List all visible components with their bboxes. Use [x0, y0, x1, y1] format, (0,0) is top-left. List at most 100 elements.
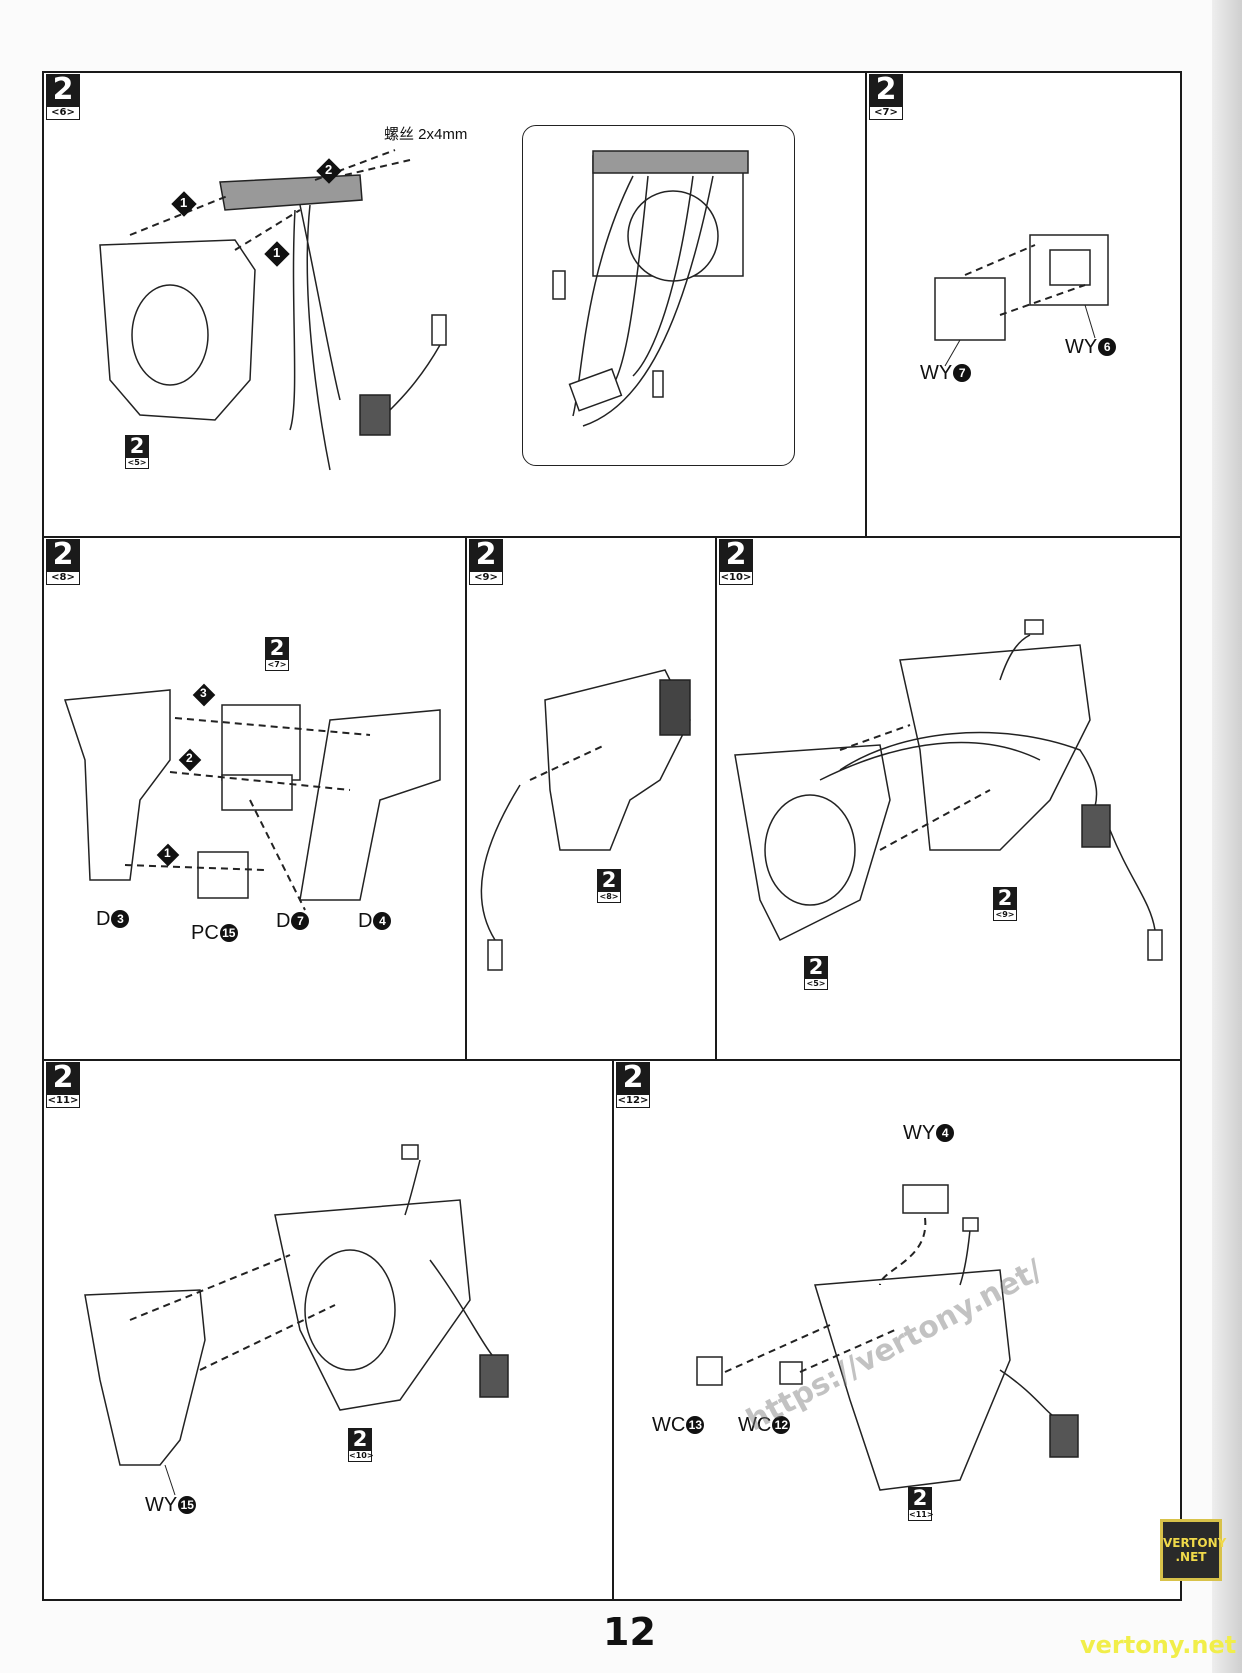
page-number: 12 — [603, 1610, 656, 1654]
connector — [431, 314, 447, 346]
ref-number: 2 — [265, 637, 289, 659]
step-12-diagram — [696, 1184, 1079, 1491]
ref-badge-11: 2<11> — [908, 1487, 934, 1521]
switch-box — [1049, 1414, 1079, 1458]
part-code: WY — [145, 1494, 178, 1516]
part-number: 7 — [291, 912, 310, 930]
step-badge-11: 2<11> — [46, 1062, 80, 1108]
step-badge-10: 2<10> — [719, 539, 753, 585]
step-sub: <10> — [719, 571, 753, 585]
part-number: 4 — [936, 1124, 955, 1142]
part-number: 15 — [178, 1496, 197, 1514]
callout-2: 2 — [325, 162, 333, 177]
ref-badge-5b: 2<5> — [804, 956, 828, 990]
step-badge-6: 2<6> — [46, 74, 80, 120]
page-edge-shadow — [1212, 0, 1242, 1673]
part-code: D — [96, 908, 111, 930]
screw-label: 螺丝 2x4mm — [384, 126, 468, 143]
step-number: 2 — [46, 539, 80, 571]
part-pc15 — [197, 851, 249, 899]
step-number: 2 — [616, 1062, 650, 1094]
switch-box — [479, 1354, 509, 1398]
part-code: WY — [1065, 336, 1098, 358]
ref-sub: <8> — [597, 891, 621, 903]
part-number: 4 — [373, 912, 392, 930]
step-11-diagram — [84, 1144, 509, 1496]
circuit-board — [219, 174, 363, 211]
watermark-site: vertony.net — [1080, 1631, 1237, 1659]
part-wy15 — [84, 1289, 206, 1466]
part-wy7 — [934, 277, 1006, 341]
ref-sub: <7> — [265, 659, 289, 671]
wiring-detail-diagram — [552, 150, 749, 427]
callout-3: 3 — [200, 686, 207, 700]
step-sub: <9> — [469, 571, 503, 585]
vertony-logo: VERTONY .NET — [1160, 1519, 1226, 1581]
step-sub: <11> — [46, 1094, 80, 1108]
part-code: WY — [903, 1122, 936, 1144]
ref-badge-8: 2<8> — [597, 869, 621, 903]
step-badge-7: 2<7> — [869, 74, 903, 120]
step-badge-9: 2<9> — [469, 539, 503, 585]
ref-sub: <5> — [125, 457, 149, 469]
part-number: 7 — [953, 364, 972, 382]
step-number: 2 — [719, 539, 753, 571]
part-wy4 — [902, 1184, 949, 1214]
ref-number: 2 — [804, 956, 828, 978]
callout-1b: 1 — [273, 245, 281, 260]
switch-box — [359, 394, 391, 436]
part-wc13 — [696, 1356, 723, 1386]
part-number: 6 — [1098, 338, 1117, 356]
step-badge-8: 2<8> — [46, 539, 80, 585]
ref-sub: <5> — [804, 978, 828, 990]
ref-number: 2 — [993, 887, 1017, 909]
ref-number: 2 — [125, 435, 149, 457]
step-9-diagram — [480, 669, 691, 971]
step-sub: <8> — [46, 571, 80, 585]
callout-1: 1 — [164, 846, 171, 860]
step-8-diagram — [63, 683, 441, 911]
part-code: D — [276, 910, 291, 932]
ref-sub: <9> — [993, 909, 1017, 921]
ref-number: 2 — [908, 1487, 932, 1509]
part-code: PC — [191, 922, 219, 944]
ref-number: 2 — [597, 869, 621, 891]
step-number: 2 — [869, 74, 903, 106]
step-10-diagram — [734, 619, 1163, 961]
part-wy-block — [221, 704, 301, 781]
step-6-diagram — [99, 149, 447, 471]
part-number: 15 — [219, 924, 238, 942]
step-7-diagram — [934, 234, 1109, 367]
upper-assembly — [899, 644, 1091, 851]
step-badge-12: 2<12> — [616, 1062, 650, 1108]
switch-box — [1081, 804, 1111, 848]
step-number: 2 — [46, 1062, 80, 1094]
ref-badge-5: 2<5> — [125, 435, 149, 469]
part-number: 13 — [686, 1416, 705, 1434]
part-code: WC — [738, 1414, 772, 1436]
step-number: 2 — [469, 539, 503, 571]
step-sub: <12> — [616, 1094, 650, 1108]
step-sub: <7> — [869, 106, 903, 120]
main-assembly — [814, 1269, 1011, 1491]
gear-drum — [131, 284, 209, 386]
callout-2: 2 — [186, 751, 193, 765]
ref-number: 2 — [348, 1428, 372, 1450]
part-d3 — [63, 689, 171, 881]
step-number: 2 — [46, 74, 80, 106]
ref-sub: <11> — [908, 1509, 934, 1521]
step-7-panel — [865, 71, 1182, 538]
part-d4 — [299, 709, 441, 901]
ref-badge-10: 2<10> — [348, 1428, 374, 1462]
callout-1a: 1 — [180, 195, 188, 210]
